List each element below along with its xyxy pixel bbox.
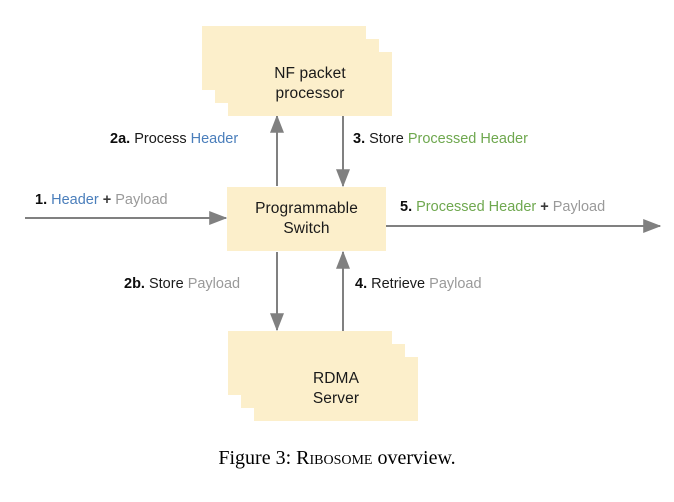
- edge-part-payload: Payload: [187, 276, 241, 292]
- edge-part-store: Store: [148, 276, 184, 292]
- node-rdma-server[interactable]: RDMA Server: [228, 331, 418, 421]
- edge-step-5: 5.: [400, 199, 413, 215]
- node-stack-sheet-front: RDMA Server: [254, 357, 418, 421]
- node-label-rdma-server: RDMA Server: [312, 369, 360, 407]
- edge-step-2a: 2a.: [110, 131, 131, 147]
- node-label-programmable-switch: Programmable Switch: [255, 199, 358, 237]
- node-label-nf-packet-processor: NF packet processor: [274, 64, 346, 102]
- edge-step-4: 4.: [355, 276, 368, 292]
- edge-label-store-payload: 2b. Store Payload: [124, 276, 240, 293]
- edge-part-processed-header: Processed Header: [416, 199, 537, 215]
- edge-part-retrieve: Retrieve: [371, 276, 426, 292]
- edge-part-process: Process: [134, 131, 187, 147]
- node-stack-sheet-front: NF packet processor: [228, 52, 392, 116]
- caption-suffix: overview.: [372, 447, 456, 469]
- edge-part-payload: Payload: [115, 192, 168, 208]
- edge-label-ingress: 1. Header + Payload: [35, 192, 168, 209]
- edge-part-plus: +: [102, 192, 112, 208]
- caption-system-name: Ribosome: [296, 447, 373, 469]
- edge-part-store: Store: [369, 131, 404, 147]
- edge-step-1: 1.: [35, 192, 48, 208]
- edge-part-processed-header: Processed Header: [407, 131, 528, 147]
- edge-label-store-processed-header: 3. Store Processed Header: [353, 131, 528, 148]
- figure-caption: Figure 3: Ribosome overview.: [0, 447, 674, 470]
- edge-part-payload: Payload: [552, 199, 606, 215]
- edge-part-payload: Payload: [429, 276, 482, 292]
- edge-part-plus: +: [540, 199, 549, 215]
- node-nf-packet-processor[interactable]: NF packet processor: [202, 26, 392, 116]
- edge-part-header: Header: [51, 192, 99, 208]
- edge-step-2b: 2b.: [124, 276, 145, 292]
- edge-part-header: Header: [190, 131, 239, 147]
- edge-label-egress: 5. Processed Header + Payload: [400, 199, 605, 216]
- edge-label-process-header: 2a. Process Header: [110, 131, 238, 148]
- node-programmable-switch[interactable]: Programmable Switch: [227, 187, 386, 251]
- edge-step-3: 3.: [353, 131, 366, 147]
- caption-prefix: Figure 3:: [218, 447, 297, 469]
- edge-label-retrieve-payload: 4. Retrieve Payload: [355, 276, 482, 293]
